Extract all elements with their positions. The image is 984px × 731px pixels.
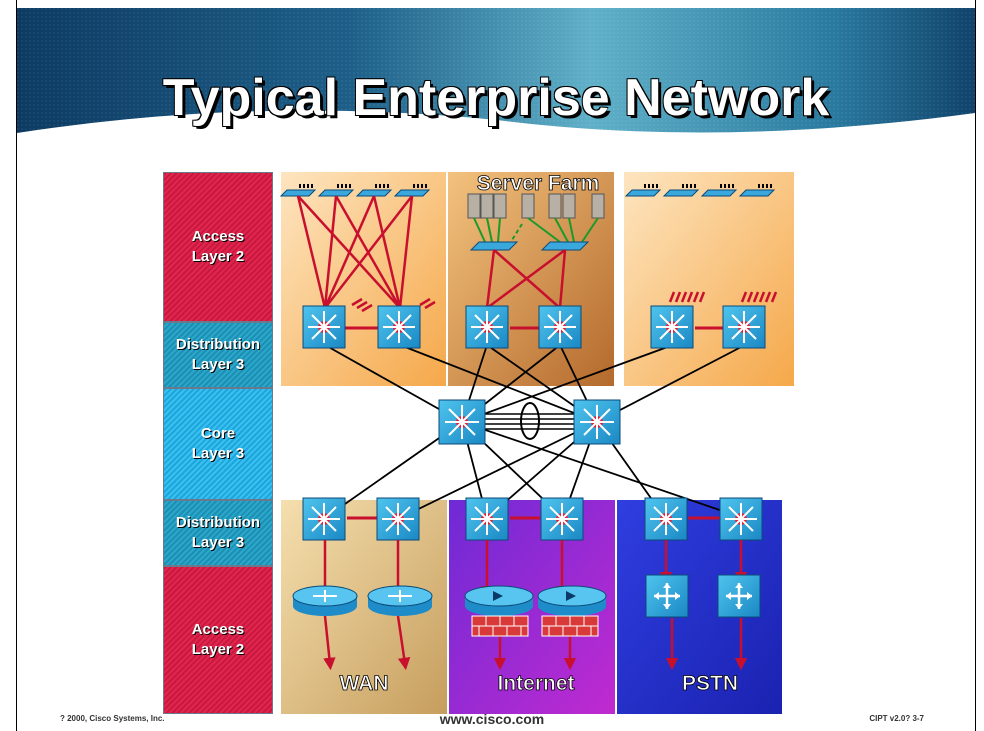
- layer-label-line1: Access: [191, 228, 245, 245]
- zone-top-right: [624, 172, 794, 386]
- host-ticks-left: [299, 184, 427, 188]
- internet-firewalls: [471, 615, 599, 637]
- internet-label: Internet: [497, 672, 574, 695]
- multilayer-switches: [302, 305, 766, 541]
- footer-url: www.cisco.com: [439, 711, 545, 727]
- server-links: [473, 217, 599, 243]
- layer-label-line1: Distribution: [175, 336, 261, 353]
- core-etherchannel: [485, 402, 575, 440]
- uplink-hashes-left: [351, 297, 436, 313]
- uplink-hashes-right: [668, 291, 778, 303]
- layer-label-line2: Layer 3: [191, 534, 245, 551]
- access-links-left: [296, 195, 414, 309]
- host-ticks-right: [644, 184, 772, 188]
- pstn-label: PSTN: [682, 672, 738, 695]
- distribution-pair-links: [345, 326, 725, 520]
- layer-label-line1: Core: [200, 425, 236, 442]
- wan-routers: [292, 585, 433, 616]
- layer-label-line1: Access: [191, 621, 245, 638]
- server-farm-switches: [469, 241, 590, 251]
- server-farm-label: Server Farm: [477, 172, 600, 195]
- footer-copyright: ? 2000, Cisco Systems, Inc.: [60, 714, 165, 723]
- layer-label-line2: Layer 3: [191, 445, 245, 462]
- egress-arrows: [318, 540, 748, 671]
- server-farm-red-links: [485, 248, 567, 310]
- layer-label-line2: Layer 2: [191, 248, 245, 265]
- internet-routers: [464, 585, 607, 616]
- access-switch-group-left: [279, 189, 431, 197]
- pstn-gateways: [645, 574, 761, 618]
- footer-course-code: CIPT v2.0? 3-7: [869, 714, 924, 723]
- page-title: Typical Enterprise Network: [162, 69, 830, 127]
- layer-label-line2: Layer 3: [191, 356, 245, 373]
- layer-label-line2: Layer 2: [191, 641, 245, 658]
- access-switch-group-right: [624, 189, 776, 197]
- title-banner: [17, 8, 975, 133]
- layer-label-line1: Distribution: [175, 514, 261, 531]
- wan-label: WAN: [340, 672, 389, 695]
- slide-frame: [16, 0, 976, 731]
